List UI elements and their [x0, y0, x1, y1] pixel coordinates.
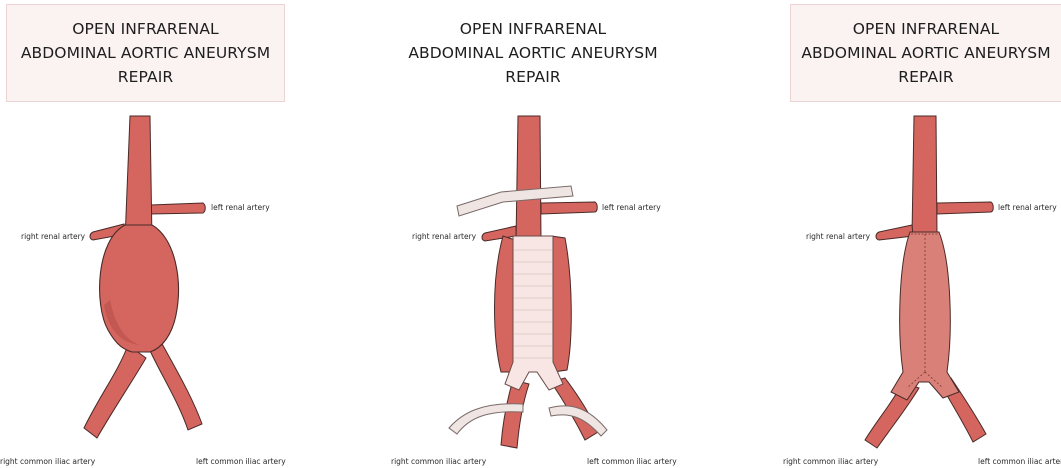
opened-sac-right-wall	[551, 236, 571, 372]
left-renal-vessel	[937, 202, 993, 214]
label-right-renal: right renal artery	[412, 232, 477, 241]
label-right-iliac: right common iliac artery	[783, 457, 879, 466]
aorta-neck	[516, 116, 541, 242]
panel-completed-repair: OPEN INFRARENAL ABDOMINAL AORTIC ANEURYS…	[707, 0, 1061, 468]
right-iliac-vessel	[501, 380, 529, 448]
label-right-renal: right renal artery	[21, 232, 86, 241]
completed-repair-illustration: left renal artery right renal artery rig…	[707, 0, 1061, 468]
label-left-renal: left renal artery	[998, 203, 1057, 212]
panel-graft-clamped: OPEN INFRARENAL ABDOMINAL AORTIC ANEURYS…	[353, 0, 707, 468]
label-left-renal: left renal artery	[602, 203, 661, 212]
left-renal-vessel	[150, 203, 205, 214]
panel-aneurysm: OPEN INFRARENAL ABDOMINAL AORTIC ANEURYS…	[0, 0, 354, 468]
opened-sac-left-wall	[495, 236, 516, 372]
right-renal-vessel	[876, 225, 913, 240]
label-right-iliac: right common iliac artery	[0, 457, 96, 466]
aorta-neck	[912, 116, 937, 235]
left-iliac-vessel	[146, 340, 202, 430]
right-iliac-vessel	[84, 345, 146, 438]
graft-illustration: left renal artery right renal artery rig…	[353, 0, 707, 468]
aneurysm-sac	[100, 225, 179, 352]
label-right-iliac: right common iliac artery	[391, 457, 487, 466]
aneurysm-illustration: left renal artery right renal artery rig…	[0, 0, 354, 468]
label-left-iliac: left common iliac artery	[587, 457, 677, 466]
aorta-neck	[125, 116, 152, 240]
label-left-iliac: left common iliac artery	[196, 457, 286, 466]
label-left-iliac: left common iliac artery	[978, 457, 1061, 466]
label-left-renal: left renal artery	[211, 203, 270, 212]
label-right-renal: right renal artery	[806, 232, 871, 241]
left-renal-vessel	[541, 202, 597, 214]
